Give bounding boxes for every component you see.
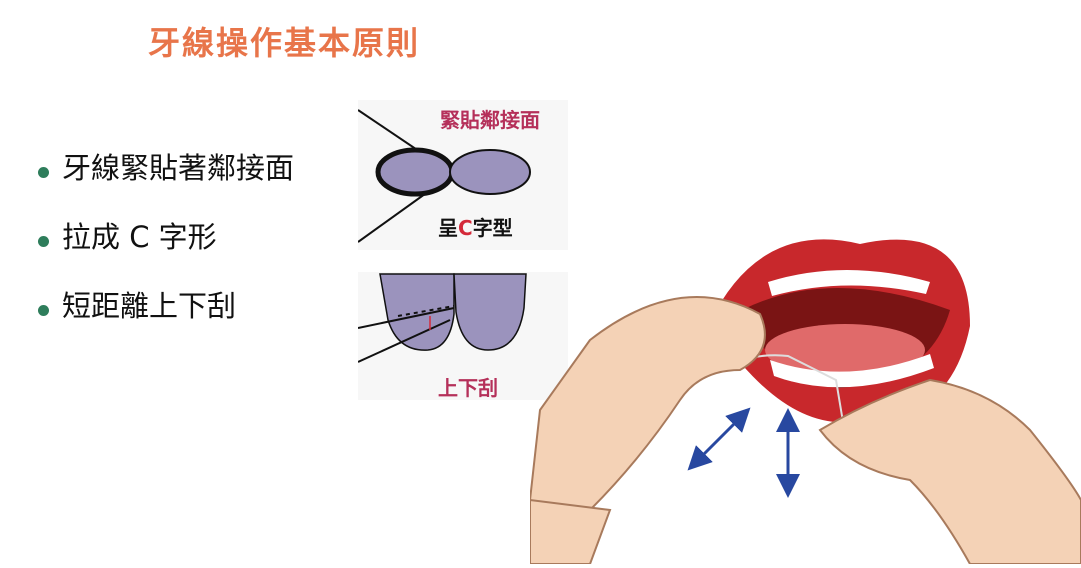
floss-path-dashed: [397, 305, 455, 317]
tooth-diagram-graphic: [357, 100, 568, 400]
slide-title: 牙線操作基本原則: [148, 24, 421, 62]
left-arm-icon: [529, 498, 612, 565]
contact-label: 緊貼鄰接面: [440, 108, 540, 132]
bullet-text: 短距離上下刮: [62, 289, 237, 323]
bullet-item: 短距離上下刮: [36, 288, 294, 324]
tooth-left-top-view: [375, 147, 455, 197]
tongue-icon: [765, 324, 925, 376]
bullet-list: 牙線緊貼著鄰接面 拉成 C 字形 短距離上下刮: [36, 150, 294, 357]
left-hand-icon: [528, 296, 766, 519]
floss-line: [357, 319, 451, 363]
c-shape-label: 呈C字型: [438, 212, 513, 241]
c-shape-label-suffix: 字型: [472, 216, 513, 240]
diagonal-motion-arrow-icon: [687, 407, 751, 471]
bullet-text: 牙線緊貼著鄰接面: [62, 151, 295, 185]
scrape-label: 上下刮: [438, 376, 498, 400]
bullet-dot-icon: [38, 236, 49, 247]
c-shape-label-prefix: 呈: [438, 216, 458, 240]
bullet-text: 拉成 C 字形: [62, 220, 217, 254]
right-hand-icon: [818, 378, 1081, 565]
upper-teeth-icon: [768, 270, 930, 296]
tooth-right-side-view: [453, 273, 527, 351]
floss-line: [357, 307, 455, 329]
tooth-right-top-view: [449, 149, 531, 195]
flossing-illustration: [528, 230, 1081, 565]
mouth-hands-illustration: [528, 239, 1081, 565]
c-shape-label-accent: C: [458, 216, 473, 240]
bullet-dot-icon: [38, 167, 49, 178]
bullet-dot-icon: [38, 305, 49, 316]
floss-technique-diagram: 緊貼鄰接面 呈C字型 上下刮: [357, 100, 588, 400]
lower-teeth-icon: [770, 354, 934, 388]
bullet-item: 牙線緊貼著鄰接面: [36, 150, 294, 186]
bullet-item: 拉成 C 字形: [36, 219, 294, 255]
